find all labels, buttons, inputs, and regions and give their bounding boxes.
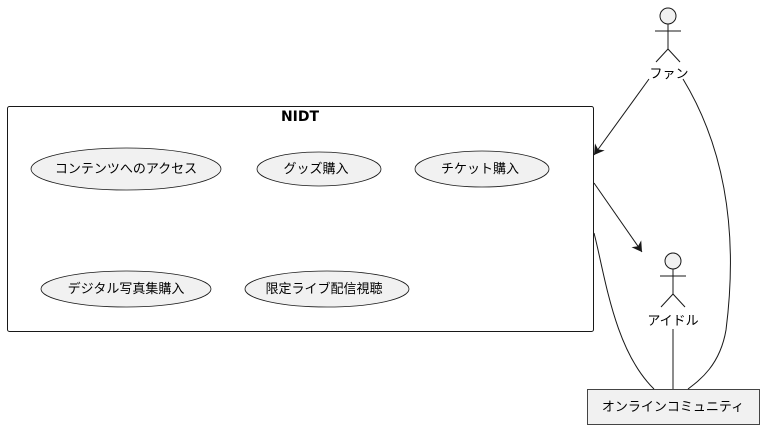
community-box: オンラインコミュニティ [587, 389, 760, 425]
arrow-fan-to-system [593, 78, 650, 156]
usecase-photobook-label: デジタル写真集購入 [68, 281, 185, 297]
usecase-content-access-label: コンテンツへのアクセス [55, 162, 197, 177]
line-fan-to-community [682, 78, 731, 390]
usecase-ticket: チケット購入 [414, 150, 550, 188]
usecase-goods-label: グッズ購入 [283, 161, 348, 177]
actor-fan-head [659, 7, 677, 25]
system-title: NIDT [281, 109, 320, 125]
actor-idol-label: アイドル [647, 314, 698, 329]
arrow-system-to-idol [593, 182, 643, 253]
actor-idol-head [664, 252, 682, 270]
usecase-content-access: コンテンツへのアクセス [30, 147, 222, 191]
usecase-ticket-label: チケット購入 [441, 162, 519, 177]
actor-fan [655, 7, 681, 63]
usecase-live: 限定ライブ配信視聴 [244, 270, 410, 308]
usecase-goods: グッズ購入 [256, 151, 382, 187]
community-label: オンラインコミュニティ [602, 400, 744, 415]
usecase-live-label: 限定ライブ配信視聴 [265, 281, 382, 297]
usecase-photobook: デジタル写真集購入 [40, 270, 212, 308]
line-system-to-community [593, 232, 655, 390]
connectors [593, 78, 731, 390]
actor-idol [660, 252, 686, 308]
actor-fan-label: ファン [649, 67, 688, 82]
